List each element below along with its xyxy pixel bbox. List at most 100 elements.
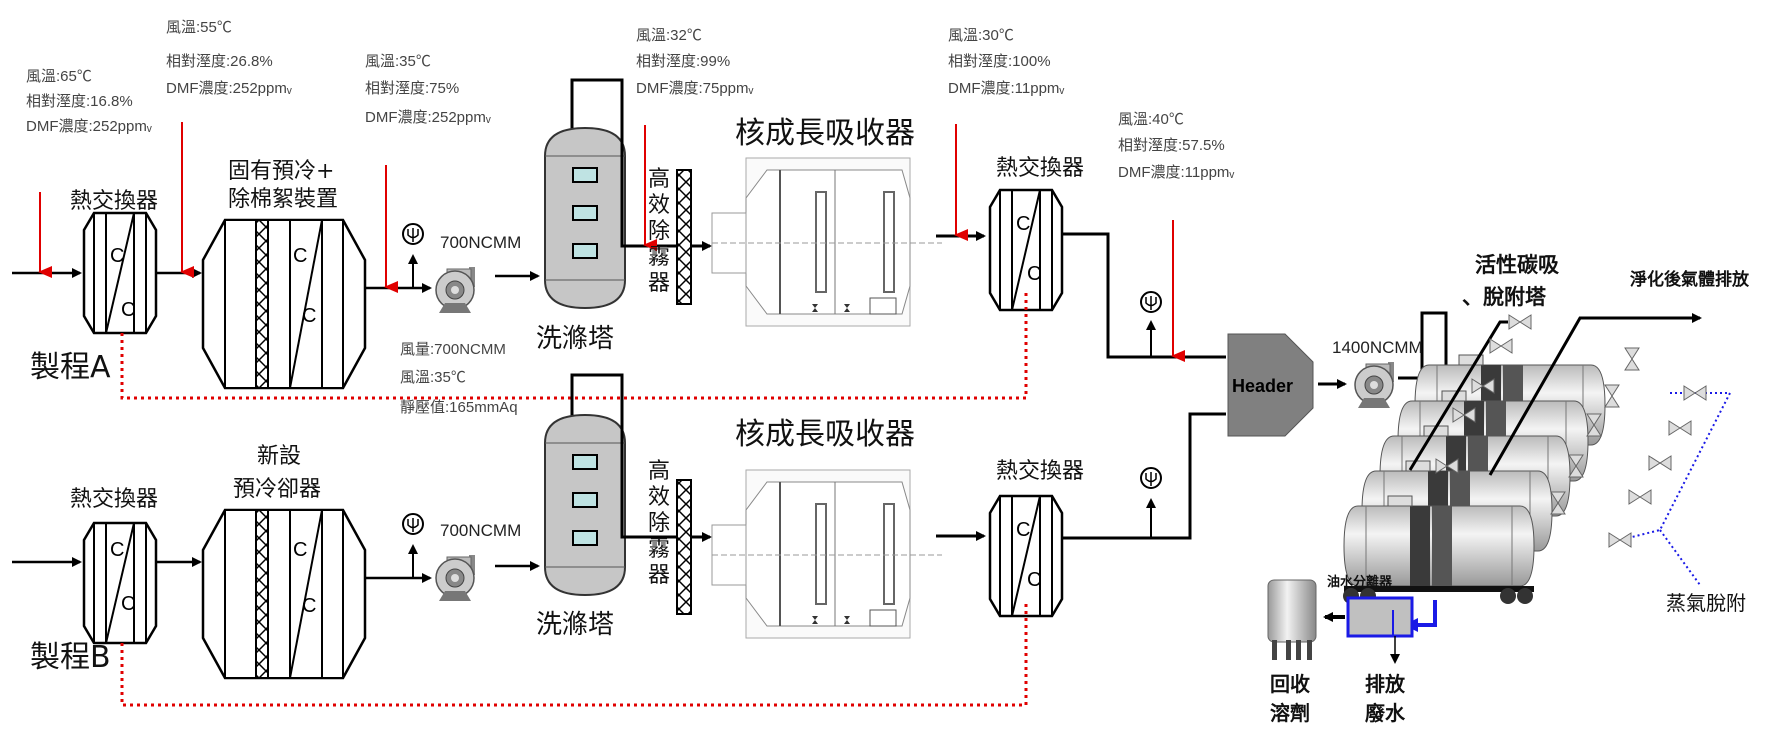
demister-char: 除: [648, 511, 670, 536]
heat-recovery-loop-b: [120, 600, 1028, 707]
precooler-b: [201, 508, 367, 680]
demister-label-a: 高 效 除 霧 器: [648, 167, 670, 296]
process-a-label: 製程A: [30, 350, 111, 385]
fan-flow-label: 700NCMM: [440, 233, 521, 252]
c-symbol: C: [1027, 263, 1041, 285]
condition-text: 靜壓值:165mmAq: [400, 399, 518, 416]
condition-text: 相對溼度:99%: [636, 53, 730, 70]
hx-symbols: C C C C C C C C C C C C: [110, 213, 1041, 617]
demister-a: [676, 169, 692, 305]
precooler-a: [201, 218, 367, 390]
condition-text: DMF濃度:11ppmᵥ: [1118, 164, 1234, 181]
condition-text: 風溫:35℃: [365, 53, 431, 70]
c-symbol: C: [293, 539, 307, 561]
clean-exhaust-line: [1488, 313, 1702, 476]
drain-wastewater-label: 廢水: [1365, 701, 1406, 725]
demister-char: 高: [648, 459, 670, 484]
condition-text: 風溫:30℃: [948, 27, 1014, 44]
condition-text: DMF濃度:252ppmᵥ: [166, 80, 292, 97]
recover-solvent-label: 溶劑: [1270, 701, 1310, 725]
condition-text: 風量:700NCMM: [400, 341, 506, 358]
pressure-gauge-icon: [402, 513, 424, 535]
heat-exchanger-label: 熱交換器: [70, 487, 158, 512]
scrubber-b: [544, 414, 626, 596]
condition-text: 風溫:65℃: [26, 68, 92, 85]
condition-text: 風溫:55℃: [166, 19, 232, 36]
condition-text: 相對溼度:75%: [365, 80, 459, 97]
heat-recovery-loop-a: [120, 290, 1028, 400]
demister-char: 霧: [648, 537, 670, 562]
fan-icon: [435, 554, 476, 602]
absorber-label: 核成長吸收器: [735, 116, 915, 151]
condition-a-after-precool: 風溫:35℃ 相對溼度:75% DMF濃度:252ppmᵥ: [365, 53, 491, 126]
demister-char: 器: [648, 563, 670, 588]
drain-wastewater-label: 排放: [1365, 672, 1406, 696]
main-fan-flow-label: 1400NCMM: [1332, 338, 1423, 357]
absorber-a: [711, 157, 943, 327]
condition-fan: 風量:700NCMM 風溫:35℃ 靜壓值:165mmAq: [400, 341, 518, 416]
precooler-label: 新設: [257, 444, 301, 469]
absorber-b: [711, 469, 943, 639]
condition-text: 相對溼度:26.8%: [166, 53, 273, 70]
heat-exchanger-label: 熱交換器: [70, 189, 158, 214]
demister-char: 除: [648, 219, 670, 244]
demister-char: 器: [648, 271, 670, 296]
condition-a-inlet: 風溫:65℃ 相對溼度:16.8% DMF濃度:252ppmᵥ: [26, 68, 152, 135]
adsorber-label: 活性碳吸: [1475, 252, 1560, 277]
condition-after-scrubber: 風溫:32℃ 相對溼度:99% DMF濃度:75ppmᵥ: [636, 27, 754, 97]
condition-text: 相對溼度:57.5%: [1118, 137, 1225, 154]
c-symbol: C: [110, 539, 124, 561]
c-symbol: C: [302, 595, 316, 617]
pipe-a-4: [1062, 232, 1226, 359]
demister-char: 霧: [648, 245, 670, 270]
oil-water-separator: [1346, 596, 1414, 638]
main-fan-icon: [1354, 361, 1395, 409]
fan-icon: [435, 266, 476, 314]
header-manifold: [1227, 333, 1314, 437]
c-symbol: C: [121, 593, 135, 615]
c-symbol: C: [1016, 519, 1030, 541]
scrubber-label: 洗滌塔: [536, 324, 614, 354]
adsorber-label: 、脫附塔: [1462, 284, 1547, 309]
c-symbol: C: [293, 245, 307, 267]
c-symbol: C: [1016, 213, 1030, 235]
reheat-label: 熱交換器: [996, 156, 1084, 181]
pressure-gauge-icon: [1140, 291, 1162, 313]
adsorber-towers: [1343, 313, 1732, 604]
demister-label-b: 高 效 除 霧 器: [648, 459, 670, 588]
reheat-exchanger-b: [988, 494, 1064, 618]
condition-text: 風溫:40℃: [1118, 111, 1184, 128]
condition-text: 風溫:32℃: [636, 27, 702, 44]
precooler-label: 固有預冷+: [228, 159, 334, 184]
reheat-label: 熱交換器: [996, 459, 1084, 484]
demister-char: 效: [648, 193, 670, 218]
scrubber-label: 洗滌塔: [536, 610, 614, 640]
exhaust-label: 淨化後氣體排放: [1630, 269, 1750, 290]
c-symbol: C: [110, 245, 124, 267]
condition-text: 風溫:35℃: [400, 369, 466, 386]
solvent-tank: [1267, 579, 1317, 660]
precooler-label: 除棉絮裝置: [228, 187, 338, 212]
condition-text: 相對溼度:16.8%: [26, 93, 133, 110]
c-symbol: C: [1027, 569, 1041, 591]
process-b: [12, 373, 1226, 707]
condition-after-reheat: 風溫:40℃ 相對溼度:57.5% DMF濃度:11ppmᵥ: [1118, 111, 1234, 181]
fan-flow-label: 700NCMM: [440, 521, 521, 540]
condition-after-absorber: 風溫:30℃ 相對溼度:100% DMF濃度:11ppmᵥ: [948, 27, 1064, 97]
process-a: [12, 78, 1226, 400]
header-label: Header: [1232, 376, 1293, 396]
condition-a-after-hx: 風溫:55℃ 相對溼度:26.8% DMF濃度:252ppmᵥ: [166, 19, 292, 97]
demister-b: [676, 479, 692, 615]
condition-text: 相對溼度:100%: [948, 53, 1051, 70]
reheat-exchanger-a: [988, 188, 1064, 312]
condition-text: DMF濃度:11ppmᵥ: [948, 80, 1064, 97]
pressure-gauge-icon: [1140, 467, 1162, 489]
c-symbol: C: [302, 305, 316, 327]
steam-desorption-label: 蒸氣脫附: [1666, 591, 1746, 615]
scrubber-a: [544, 127, 626, 309]
pressure-gauge-icon: [402, 223, 424, 245]
c-symbol: C: [121, 299, 135, 321]
heat-exchanger-a: [82, 211, 158, 335]
condition-text: DMF濃度:252ppmᵥ: [26, 118, 152, 135]
